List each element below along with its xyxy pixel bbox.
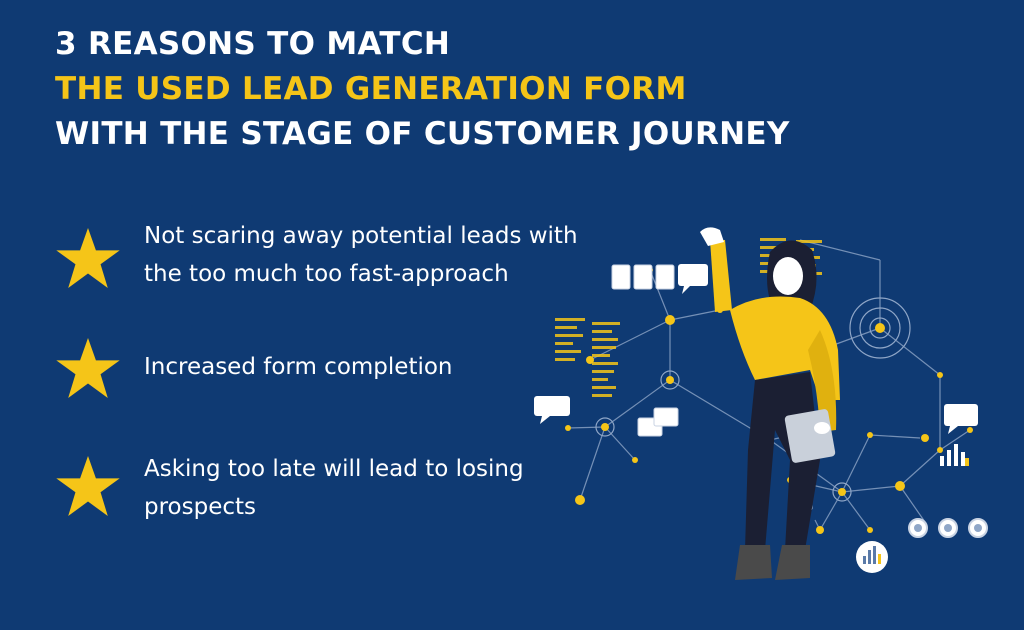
title-line-1: 3 REASONS TO MATCH: [55, 26, 451, 62]
reason-text-1: Not scaring away potential leads with th…: [144, 223, 578, 287]
reason-text-2: Increased form completion: [144, 354, 453, 380]
reason-text-3: Asking too late will lead to losing pros…: [144, 456, 524, 520]
title-line-2: THE USED LEAD GENERATION FORM: [55, 71, 687, 107]
star-icon: [56, 227, 120, 289]
page-title: 3 REASONS TO MATCH THE USED LEAD GENERAT…: [55, 22, 790, 157]
star-icon: [56, 337, 120, 399]
person-with-network-illustration: [534, 227, 988, 580]
title-line-3: WITH THE STAGE OF CUSTOMER JOURNEY: [55, 116, 790, 152]
star-icon: [56, 455, 120, 517]
